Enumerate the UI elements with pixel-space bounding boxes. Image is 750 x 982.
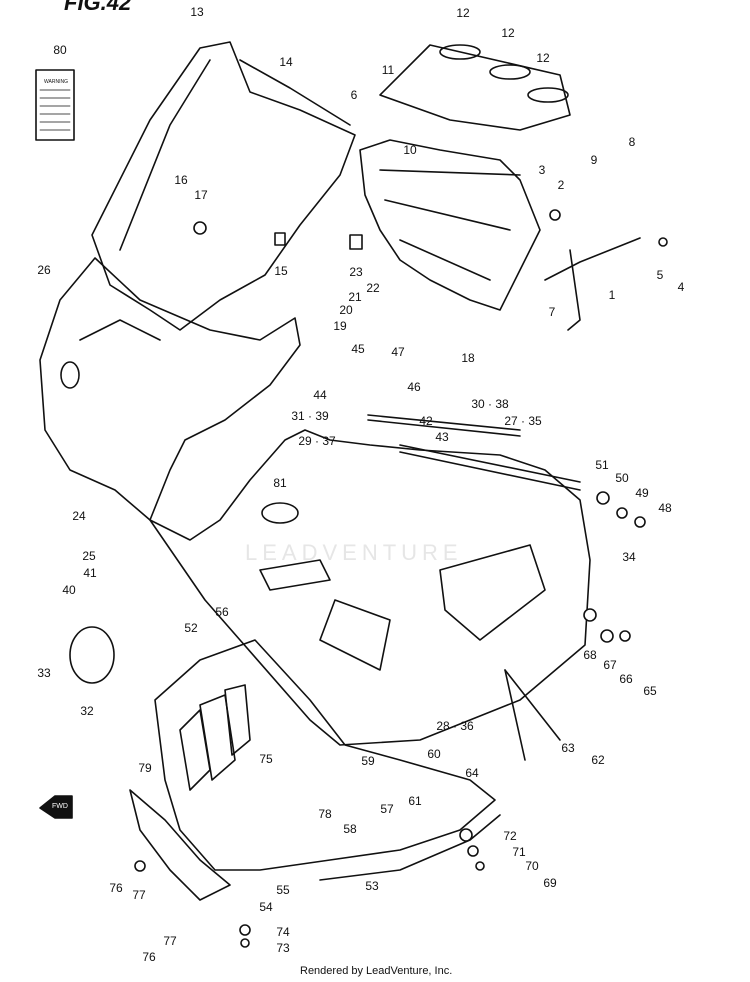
footer-credit: Rendered by LeadVenture, Inc. <box>300 965 453 977</box>
callout-26: 26 <box>37 263 51 277</box>
callout-25: 25 <box>82 549 96 563</box>
callout-41: 41 <box>83 566 97 580</box>
callout-6: 6 <box>350 88 358 102</box>
callout-29-37: 29 · 37 <box>298 434 336 448</box>
callout-78: 78 <box>318 807 332 821</box>
callout-16: 16 <box>174 173 188 187</box>
fwd-arrow <box>39 795 73 819</box>
callout-34: 34 <box>622 550 636 564</box>
callout-56: 56 <box>215 605 229 619</box>
callout-28-36: 28 · 36 <box>436 719 474 733</box>
callout-77: 77 <box>163 934 177 948</box>
callout-80: 80 <box>53 43 67 57</box>
warning-decal-label: WARNING <box>44 79 68 85</box>
callout-22: 22 <box>366 281 380 295</box>
fastener-shapes <box>134 209 668 948</box>
callout-8: 8 <box>628 135 636 149</box>
callout-49: 49 <box>635 486 649 500</box>
callout-76: 76 <box>109 881 123 895</box>
callout-46: 46 <box>407 380 421 394</box>
callout-68: 68 <box>583 648 597 662</box>
callout-11: 11 <box>381 63 395 77</box>
callout-13: 13 <box>190 5 204 19</box>
callout-20: 20 <box>339 303 353 317</box>
lower-cowl <box>154 639 496 871</box>
callout-63: 63 <box>561 741 575 755</box>
callout-48: 48 <box>658 501 672 515</box>
callout-81: 81 <box>273 476 287 490</box>
callout-52: 52 <box>184 621 198 635</box>
upper-fairing <box>39 257 301 521</box>
headlight-lens <box>69 626 115 684</box>
warning-decal <box>35 69 75 141</box>
callout-44: 44 <box>313 388 327 402</box>
callout-72: 72 <box>503 829 517 843</box>
callout-24: 24 <box>72 509 86 523</box>
callout-47: 47 <box>391 345 405 359</box>
watermark: LEADVENTURE <box>245 540 463 565</box>
callout-14: 14 <box>279 55 293 69</box>
callout-32: 32 <box>80 704 94 718</box>
callout-10: 10 <box>403 143 417 157</box>
callout-73: 73 <box>276 941 290 955</box>
callout-21: 21 <box>348 290 362 304</box>
callout-42: 42 <box>419 414 433 428</box>
callout-75: 75 <box>259 752 273 766</box>
callout-18: 18 <box>461 351 475 365</box>
callout-50: 50 <box>615 471 629 485</box>
callout-65: 65 <box>643 684 657 698</box>
callout-69: 69 <box>543 876 557 890</box>
callout-66: 66 <box>619 672 633 686</box>
callout-30-38: 30 · 38 <box>471 397 509 411</box>
callout-61: 61 <box>408 794 422 808</box>
callout-54: 54 <box>259 900 273 914</box>
callout-71: 71 <box>512 845 526 859</box>
callout-7: 7 <box>548 305 556 319</box>
side-cowl <box>149 429 591 746</box>
callout-76: 76 <box>142 950 156 964</box>
callout-33: 33 <box>37 666 51 680</box>
callout-43: 43 <box>435 430 449 444</box>
callout-55: 55 <box>276 883 290 897</box>
callout-74: 74 <box>276 925 290 939</box>
under-cowl <box>129 789 231 901</box>
callout-5: 5 <box>656 268 664 282</box>
figure-title: FIG.42 <box>64 0 132 15</box>
fwd-label: FWD <box>52 803 68 810</box>
callout-12: 12 <box>501 26 515 40</box>
callout-40: 40 <box>62 583 76 597</box>
callout-53: 53 <box>365 879 379 893</box>
callout-17: 17 <box>194 188 208 202</box>
callout-27-35: 27 · 35 <box>504 414 542 428</box>
callout-4: 4 <box>677 280 685 294</box>
callout-77: 77 <box>132 888 146 902</box>
callout-64: 64 <box>465 766 479 780</box>
callout-58: 58 <box>343 822 357 836</box>
callout-45: 45 <box>351 342 365 356</box>
callout-31-39: 31 · 39 <box>291 409 329 423</box>
callout-15: 15 <box>274 264 288 278</box>
windscreen <box>91 41 356 331</box>
callout-12: 12 <box>536 51 550 65</box>
callout-1: 1 <box>608 288 616 302</box>
callout-23: 23 <box>349 265 363 279</box>
callout-67: 67 <box>603 658 617 672</box>
callout-19: 19 <box>333 319 347 333</box>
callout-2: 2 <box>557 178 565 192</box>
callout-60: 60 <box>427 747 441 761</box>
callout-9: 9 <box>590 153 598 167</box>
callout-70: 70 <box>525 859 539 873</box>
callout-59: 59 <box>361 754 375 768</box>
callout-51: 51 <box>595 458 609 472</box>
fairing-stay <box>359 139 541 311</box>
callout-57: 57 <box>380 802 394 816</box>
callout-62: 62 <box>591 753 605 767</box>
callout-3: 3 <box>538 163 546 177</box>
meter-panel <box>379 44 571 131</box>
callout-79: 79 <box>138 761 152 775</box>
callout-12: 12 <box>456 6 470 20</box>
